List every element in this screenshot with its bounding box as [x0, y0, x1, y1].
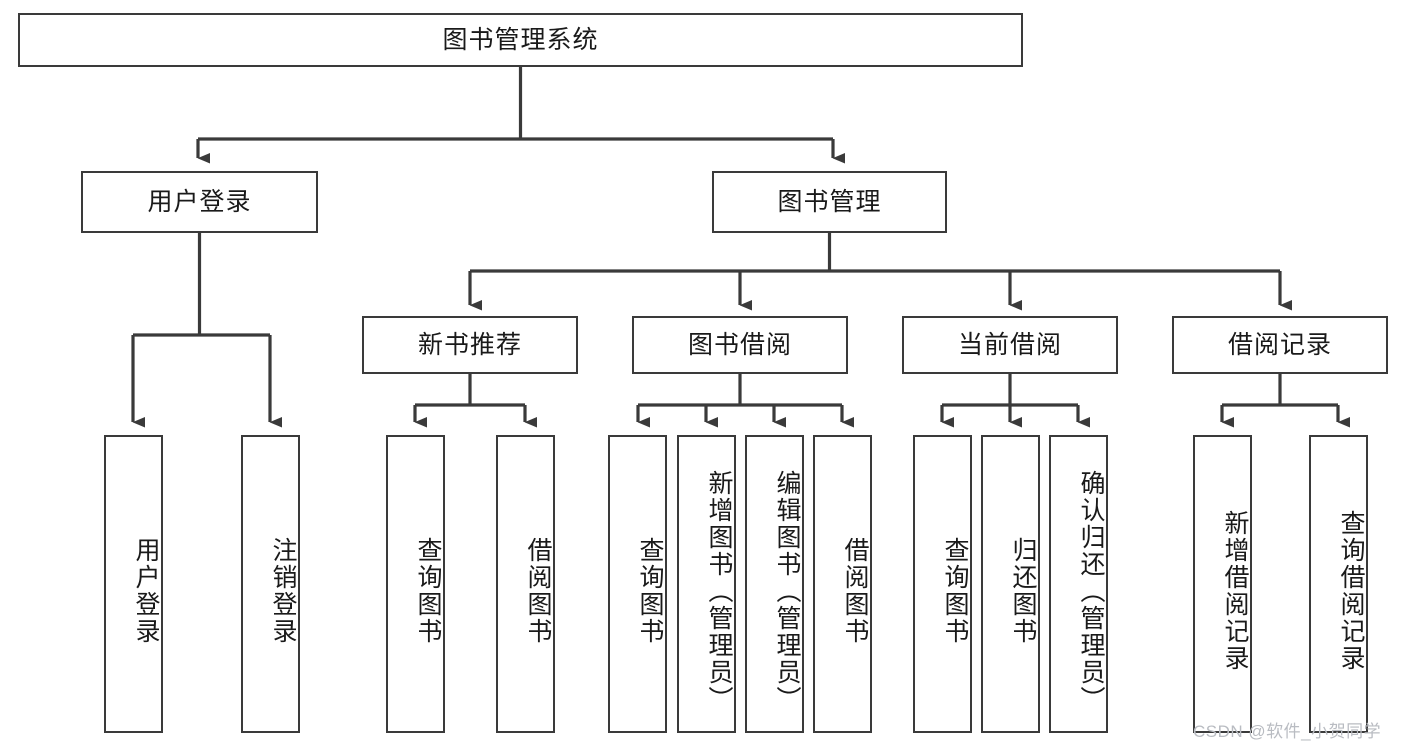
leaf-confirm-return[interactable]: 确认归还（管理员） [1049, 435, 1108, 733]
leaf-query-book-new-recommend[interactable]: 查询图书 [386, 435, 445, 733]
node-label: 编辑图书（管理员） [773, 469, 801, 713]
node-label: 新书推荐 [417, 331, 522, 359]
leaf-add-borrow-record[interactable]: 新增借阅记录 [1193, 435, 1252, 733]
csdn-watermark: CSDN @软件_小贺同学 [1193, 722, 1382, 741]
node-label: 用户登录 [132, 537, 160, 645]
node-label: 新增借阅记录 [1221, 510, 1249, 672]
node-label: 查询图书 [414, 537, 442, 645]
node-label: 查询图书 [636, 537, 664, 645]
leaf-query-book-borrow[interactable]: 查询图书 [608, 435, 667, 733]
node-book-borrow[interactable]: 图书借阅 [632, 316, 848, 374]
node-borrow-record[interactable]: 借阅记录 [1172, 316, 1388, 374]
leaf-edit-book[interactable]: 编辑图书（管理员） [745, 435, 804, 733]
node-book-management-system[interactable]: 图书管理系统 [18, 13, 1023, 67]
node-label: 当前借阅 [957, 331, 1062, 359]
node-label: 查询借阅记录 [1337, 510, 1365, 672]
node-label: 查询图书 [941, 537, 969, 645]
leaf-add-book[interactable]: 新增图书（管理员） [677, 435, 736, 733]
node-label: 借阅记录 [1227, 331, 1332, 359]
node-label: 确认归还（管理员） [1077, 469, 1105, 713]
node-label: 图书管理系统 [442, 26, 599, 54]
node-label: 注销登录 [269, 537, 297, 645]
leaf-borrow-book-borrow[interactable]: 借阅图书 [813, 435, 872, 733]
leaf-logout-login[interactable]: 注销登录 [241, 435, 300, 733]
node-label: 图书管理 [777, 188, 882, 216]
leaf-return-book[interactable]: 归还图书 [981, 435, 1040, 733]
leaf-query-borrow-record[interactable]: 查询借阅记录 [1309, 435, 1368, 733]
node-label: 图书借阅 [687, 331, 792, 359]
leaf-borrow-book-new-recommend[interactable]: 借阅图书 [496, 435, 555, 733]
node-book-management[interactable]: 图书管理 [712, 171, 947, 233]
node-label: 用户登录 [147, 188, 252, 216]
node-label: 借阅图书 [841, 537, 869, 645]
node-new-book-recommend[interactable]: 新书推荐 [362, 316, 578, 374]
node-label: 归还图书 [1009, 537, 1037, 645]
node-label: 新增图书（管理员） [705, 469, 733, 713]
node-current-borrow[interactable]: 当前借阅 [902, 316, 1118, 374]
leaf-query-book-current[interactable]: 查询图书 [913, 435, 972, 733]
node-user-login[interactable]: 用户登录 [81, 171, 318, 233]
node-label: 借阅图书 [524, 537, 552, 645]
leaf-user-login[interactable]: 用户登录 [104, 435, 163, 733]
